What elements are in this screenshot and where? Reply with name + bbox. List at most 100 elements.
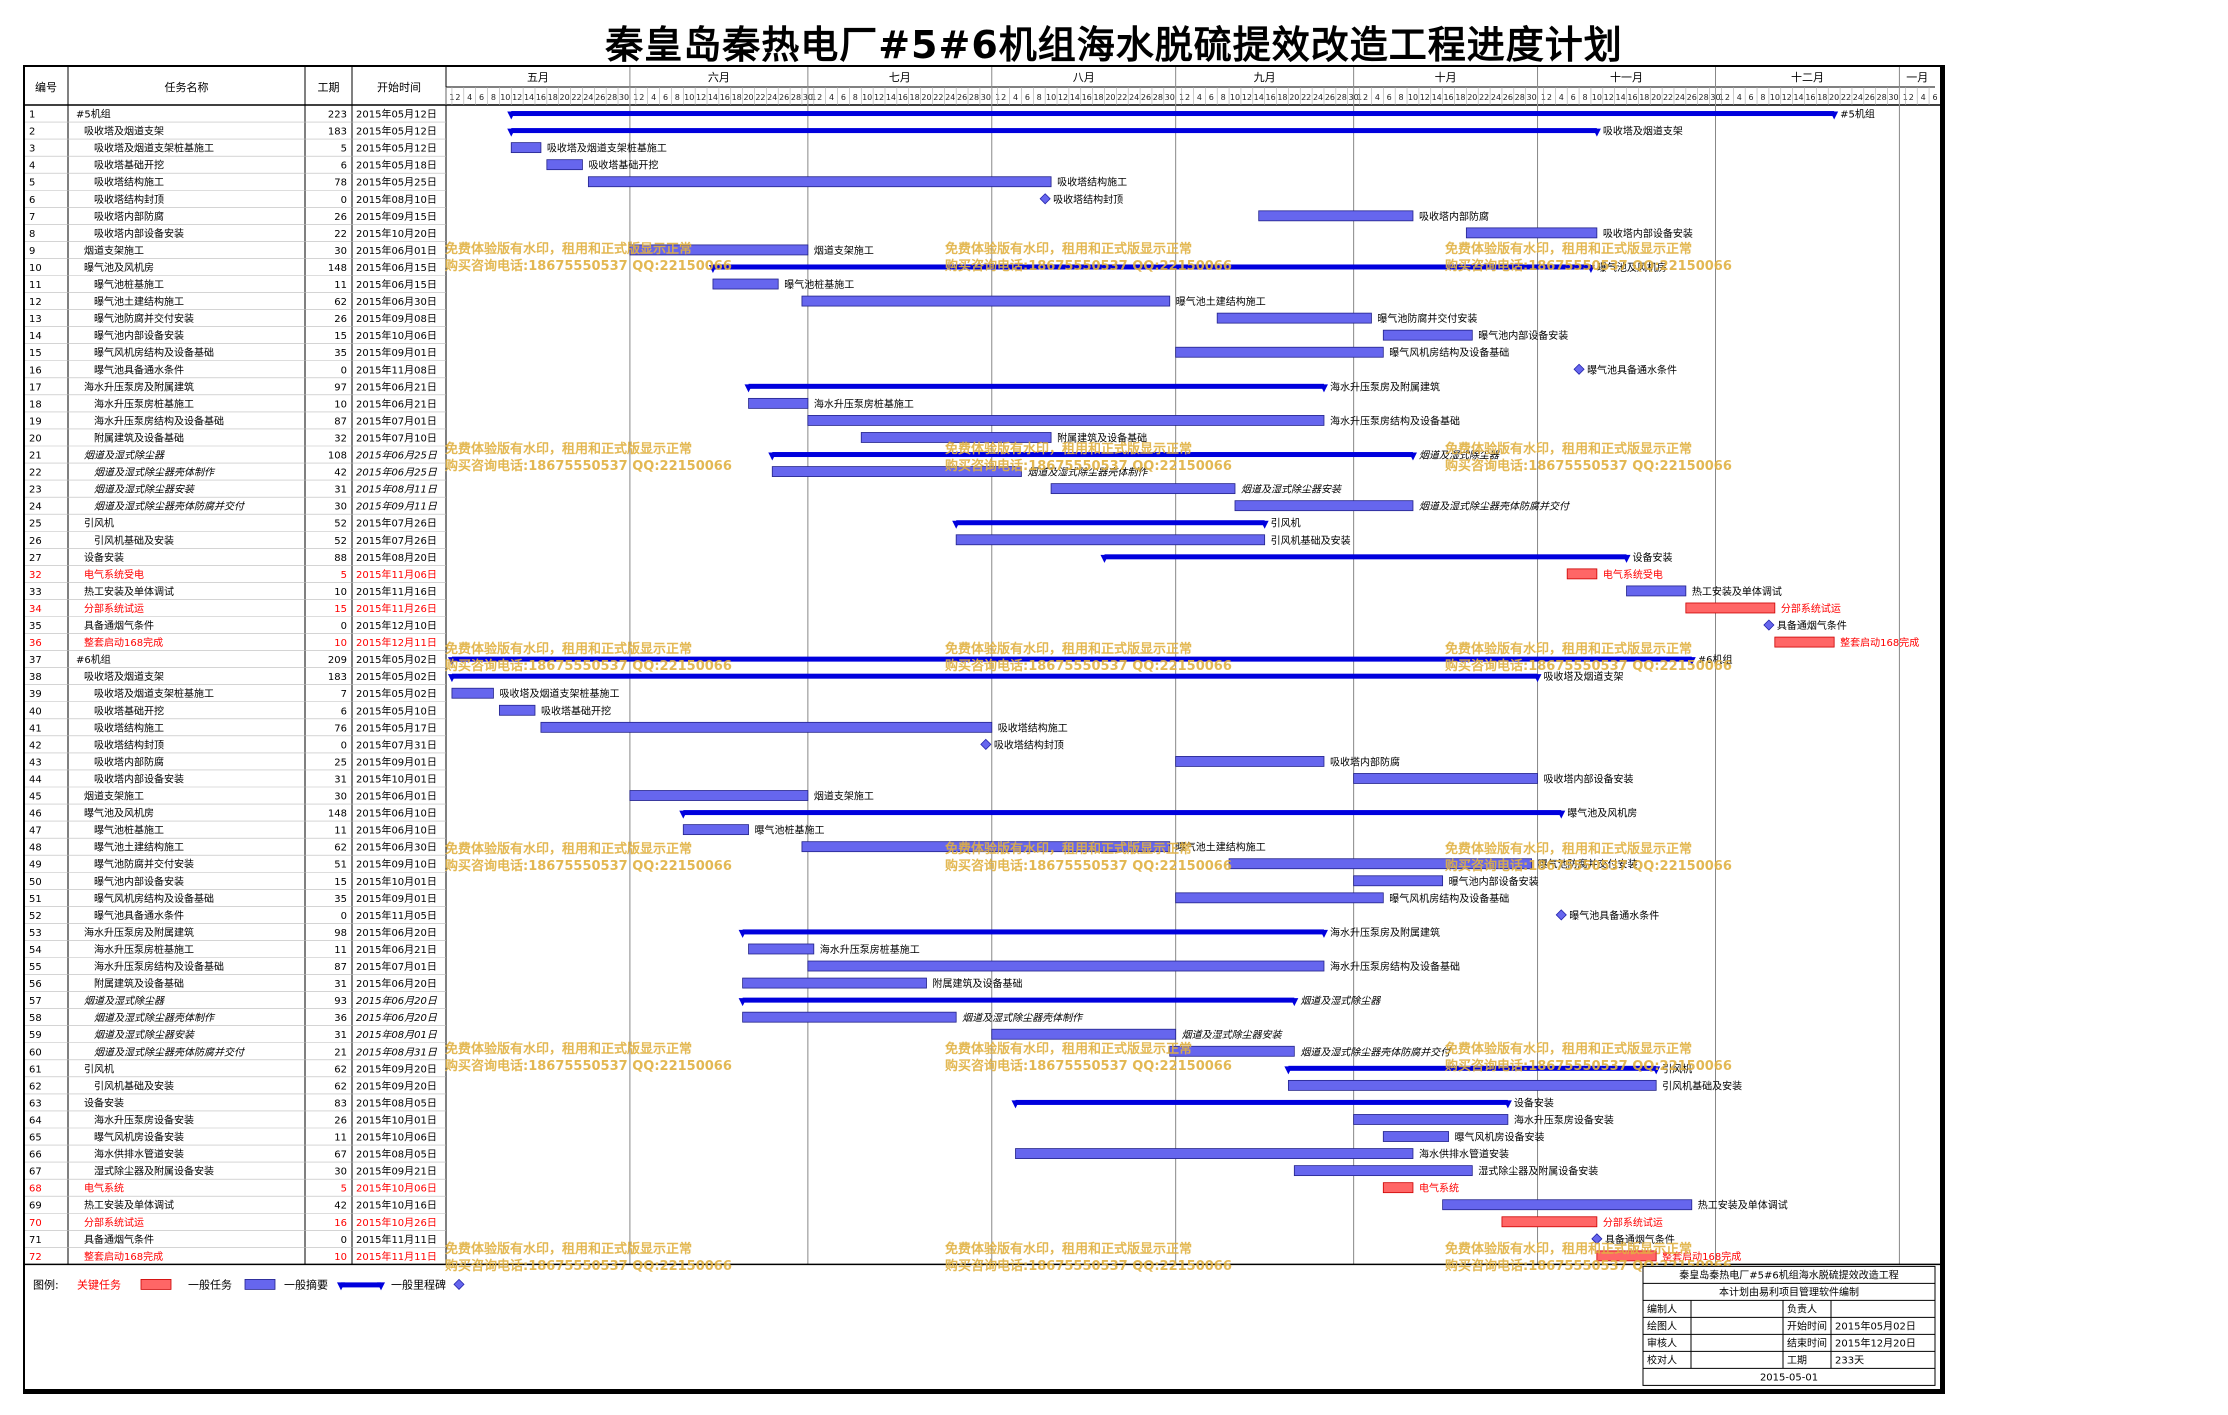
task-bar[interactable] bbox=[1175, 756, 1325, 767]
task-name[interactable]: 海水升压泵房桩基施工 bbox=[94, 943, 194, 956]
task-bar[interactable] bbox=[1050, 483, 1236, 495]
task-bar[interactable] bbox=[1382, 1131, 1449, 1142]
task-name[interactable]: 具备通烟气条件 bbox=[84, 619, 154, 632]
task-bar[interactable] bbox=[807, 415, 1325, 426]
task-bar[interactable] bbox=[546, 159, 583, 171]
summary-bar[interactable] bbox=[1015, 1099, 1508, 1105]
task-name[interactable]: 曝气池及风机房 bbox=[84, 261, 154, 274]
task-bar[interactable] bbox=[1175, 892, 1384, 904]
task-name[interactable]: 烟道及湿式除尘器壳体制作 bbox=[94, 467, 216, 479]
task-name[interactable]: 烟道及湿式除尘器壳体制作 bbox=[94, 1012, 216, 1024]
summary-bar[interactable] bbox=[742, 997, 1295, 1003]
task-bar[interactable] bbox=[1258, 210, 1414, 222]
critical-task-bar[interactable] bbox=[1501, 1216, 1598, 1228]
task-bar[interactable] bbox=[1175, 346, 1384, 358]
task-name[interactable]: 设备安装 bbox=[84, 551, 124, 564]
task-name[interactable]: 曝气池具备通水条件 bbox=[94, 363, 184, 376]
critical-task-bar[interactable] bbox=[1774, 636, 1835, 648]
task-name[interactable]: 曝气池桩基施工 bbox=[94, 824, 164, 837]
summary-bar[interactable] bbox=[683, 810, 1562, 816]
task-name[interactable]: 吸收塔结构施工 bbox=[94, 176, 164, 189]
task-bar[interactable] bbox=[1442, 1199, 1693, 1211]
critical-task-bar[interactable] bbox=[1382, 1182, 1414, 1194]
task-bar[interactable] bbox=[1228, 858, 1533, 870]
task-name[interactable]: 烟道支架施工 bbox=[84, 244, 144, 257]
task-name[interactable]: 电气系统受电 bbox=[84, 568, 144, 581]
task-name[interactable]: 烟道支架施工 bbox=[84, 790, 144, 803]
summary-bar[interactable] bbox=[1288, 1065, 1657, 1071]
task-bar[interactable] bbox=[742, 1011, 957, 1023]
task-name[interactable]: 海水升压泵房及附属建筑 bbox=[84, 926, 194, 939]
task-name[interactable]: 吸收塔内部设备安装 bbox=[94, 227, 184, 240]
task-name[interactable]: 曝气池土建结构施工 bbox=[94, 295, 184, 308]
task-name[interactable]: 分部系统试运 bbox=[84, 602, 144, 615]
task-name[interactable]: 引风机 bbox=[84, 517, 114, 530]
task-name[interactable]: 曝气风机房结构及设备基础 bbox=[94, 346, 214, 359]
task-name[interactable]: 海水供排水管道安装 bbox=[94, 1148, 184, 1161]
task-name[interactable]: 烟道及湿式除尘器 bbox=[84, 995, 165, 1007]
summary-bar[interactable] bbox=[1104, 554, 1627, 560]
task-name[interactable]: 引风机基础及安装 bbox=[94, 534, 174, 547]
summary-bar[interactable] bbox=[511, 111, 1835, 117]
task-bar[interactable] bbox=[1465, 227, 1598, 239]
task-bar[interactable] bbox=[1015, 1148, 1414, 1159]
task-name[interactable]: 吸收塔结构施工 bbox=[94, 721, 164, 734]
task-bar[interactable] bbox=[801, 295, 1171, 307]
task-bar[interactable] bbox=[629, 790, 809, 801]
task-name[interactable]: 吸收塔及烟道支架桩基施工 bbox=[94, 687, 214, 700]
task-name[interactable]: 分部系统试运 bbox=[84, 1216, 144, 1229]
task-name[interactable]: 曝气池内部设备安装 bbox=[94, 875, 184, 888]
task-bar[interactable] bbox=[587, 176, 1052, 188]
task-name[interactable]: 吸收塔内部防腐 bbox=[94, 210, 164, 223]
task-bar[interactable] bbox=[629, 244, 809, 256]
task-name[interactable]: 烟道及湿式除尘器壳体防腐并交付 bbox=[94, 1046, 246, 1058]
task-name[interactable]: 吸收塔内部防腐 bbox=[94, 755, 164, 768]
critical-task-bar[interactable] bbox=[1685, 602, 1776, 614]
task-bar[interactable] bbox=[451, 687, 494, 699]
task-name[interactable]: 湿式除尘器及附属设备安装 bbox=[94, 1165, 214, 1178]
summary-bar[interactable] bbox=[451, 656, 1692, 662]
task-name[interactable]: 曝气池及风机房 bbox=[84, 807, 154, 820]
task-bar[interactable] bbox=[1216, 312, 1372, 324]
task-name[interactable]: 具备通烟气条件 bbox=[84, 1233, 154, 1246]
task-name[interactable]: 海水升压泵房结构及设备基础 bbox=[94, 414, 224, 427]
summary-bar[interactable] bbox=[742, 929, 1324, 935]
task-bar[interactable] bbox=[801, 841, 1171, 853]
task-name[interactable]: 引风机 bbox=[84, 1062, 114, 1075]
task-name[interactable]: 烟道及湿式除尘器 bbox=[84, 450, 165, 462]
task-bar[interactable] bbox=[1293, 1165, 1473, 1177]
task-name[interactable]: 烟道及湿式除尘器安装 bbox=[94, 484, 196, 496]
task-name[interactable]: 整套启动168完成 bbox=[84, 1250, 163, 1263]
task-name[interactable]: 热工安装及单体调试 bbox=[84, 585, 174, 598]
milestone-marker[interactable] bbox=[1591, 1233, 1603, 1245]
task-bar[interactable] bbox=[771, 466, 1022, 477]
task-name[interactable]: 曝气池具备通水条件 bbox=[94, 909, 184, 922]
task-name[interactable]: 吸收塔及烟道支架 bbox=[84, 125, 164, 138]
task-bar[interactable] bbox=[682, 824, 749, 836]
task-name[interactable]: 吸收塔基础开挖 bbox=[94, 159, 164, 172]
summary-bar[interactable] bbox=[956, 520, 1265, 526]
task-name[interactable]: 海水升压泵房桩基施工 bbox=[94, 397, 194, 410]
task-name[interactable]: 吸收塔结构封顶 bbox=[94, 193, 164, 206]
task-bar[interactable] bbox=[1353, 1114, 1509, 1125]
task-name[interactable]: 曝气池桩基施工 bbox=[94, 278, 164, 291]
task-name[interactable]: 设备安装 bbox=[84, 1096, 124, 1109]
milestone-marker[interactable] bbox=[1573, 363, 1585, 375]
task-name[interactable]: 附属建筑及设备基础 bbox=[94, 431, 184, 444]
critical-task-bar[interactable] bbox=[1596, 1250, 1657, 1262]
task-name[interactable]: 曝气风机房结构及设备基础 bbox=[94, 892, 214, 905]
task-name[interactable]: #6机组 bbox=[76, 653, 111, 666]
task-name[interactable]: #5机组 bbox=[76, 108, 111, 121]
task-name[interactable]: 海水升压泵房及附属建筑 bbox=[84, 380, 194, 393]
task-name[interactable]: 吸收塔及烟道支架 bbox=[84, 670, 164, 683]
task-bar[interactable] bbox=[712, 278, 779, 290]
task-bar[interactable] bbox=[1626, 585, 1687, 597]
task-name[interactable]: 整套启动168完成 bbox=[84, 636, 163, 649]
task-bar[interactable] bbox=[1287, 1079, 1657, 1091]
task-bar[interactable] bbox=[1169, 1045, 1295, 1057]
task-name[interactable]: 电气系统 bbox=[84, 1182, 124, 1195]
task-bar[interactable] bbox=[498, 704, 536, 716]
task-bar[interactable] bbox=[807, 960, 1325, 972]
task-bar[interactable] bbox=[1353, 773, 1538, 784]
critical-task-bar[interactable] bbox=[1566, 568, 1598, 580]
